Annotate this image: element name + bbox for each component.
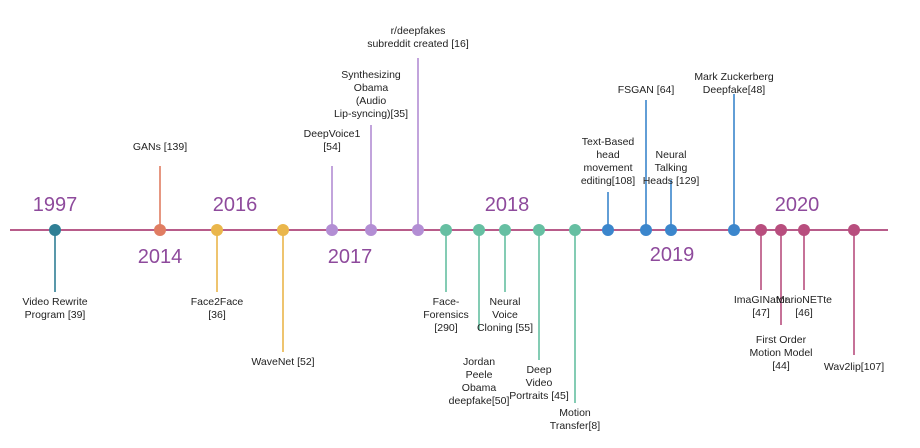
event-label-line: Forensics — [423, 309, 469, 321]
event-label: Face2Face[36] — [191, 296, 244, 321]
event-label: FSGAN [64] — [618, 84, 675, 96]
event-label-line: (Audio — [356, 95, 387, 107]
year-label: 2016 — [213, 194, 258, 216]
event-label-line: Motion — [559, 407, 591, 419]
event-marker — [154, 224, 166, 236]
event-label: Wav2lip[107] — [824, 361, 884, 373]
event-label-line: Neural — [656, 149, 687, 161]
event-label-line: Peele — [466, 369, 493, 381]
event-connectors — [54, 58, 855, 403]
event-label-line: Lip-syncing)[35] — [334, 108, 408, 120]
event-marker — [499, 224, 511, 236]
event-label-line: ImaGINator — [734, 294, 789, 306]
event-label-line: r/deepfakes — [391, 25, 446, 37]
event-label-line: Transfer[8] — [550, 420, 600, 432]
year-label: 2017 — [328, 246, 373, 268]
event-label-line: [290] — [434, 322, 457, 334]
event-label-line: Obama — [462, 382, 497, 394]
year-labels: 1997 2014 2016 2017 2018 2019 2020 — [33, 194, 820, 268]
event-marker — [728, 224, 740, 236]
event-label-line: Synthesizing — [341, 69, 401, 81]
event-label-line: subreddit created [16] — [367, 38, 469, 50]
event-label-line: Program [39] — [25, 309, 86, 321]
event-markers — [49, 224, 860, 236]
event-label-line: movement — [583, 162, 632, 174]
event-marker — [326, 224, 338, 236]
event-marker — [798, 224, 810, 236]
event-label-line: Wav2lip[107] — [824, 361, 884, 373]
event-label-line: deepfake[50] — [449, 395, 510, 407]
event-marker — [755, 224, 767, 236]
event-marker — [640, 224, 652, 236]
event-marker — [848, 224, 860, 236]
event-label-line: Portraits [45] — [509, 390, 569, 402]
event-label: Face-Forensics[290] — [423, 296, 469, 334]
event-label-line: Jordan — [463, 356, 495, 368]
year-label: 2018 — [485, 194, 530, 216]
event-label: DeepVoice1[54] — [304, 128, 361, 153]
event-label-line: FSGAN [64] — [618, 84, 675, 96]
event-label-line: GANs [139] — [133, 141, 187, 153]
year-label: 2020 — [775, 194, 820, 216]
event-label-line: Face- — [433, 296, 460, 308]
event-marker — [775, 224, 787, 236]
event-label-line: Face2Face — [191, 296, 244, 308]
event-label-line: Video — [526, 377, 553, 389]
event-label-line: Cloning [55] — [477, 322, 533, 334]
event-marker — [365, 224, 377, 236]
event-label-line: Obama — [354, 82, 389, 94]
event-label-line: Deep — [526, 364, 551, 376]
event-label-line: WaveNet [52] — [251, 356, 314, 368]
event-marker — [473, 224, 485, 236]
event-label-line: Text-Based — [582, 136, 635, 148]
event-label-line: Video Rewrite — [22, 296, 87, 308]
event-marker — [440, 224, 452, 236]
event-label-line: MarioNETte — [776, 294, 832, 306]
event-marker — [665, 224, 677, 236]
year-label: 2019 — [650, 244, 695, 266]
event-label-line: [36] — [208, 309, 226, 321]
event-marker — [277, 224, 289, 236]
event-marker — [49, 224, 61, 236]
event-label-line: [54] — [323, 141, 341, 153]
event-label-line: [46] — [795, 307, 813, 319]
event-label-line: [47] — [752, 307, 770, 319]
event-label: WaveNet [52] — [251, 356, 314, 368]
event-marker — [533, 224, 545, 236]
event-label-line: Heads [129] — [643, 175, 700, 187]
event-marker — [412, 224, 424, 236]
event-label-line: First Order — [756, 334, 807, 346]
event-label: GANs [139] — [133, 141, 187, 153]
event-label-line: Voice — [492, 309, 518, 321]
event-marker — [602, 224, 614, 236]
event-label-line: Talking — [655, 162, 688, 174]
event-label: ImaGINator[47] — [734, 294, 789, 319]
event-label: MarioNETte[46] — [776, 294, 832, 319]
event-label-line: editing[108] — [581, 175, 635, 187]
event-label-line: Deepfake[48] — [703, 84, 766, 96]
year-label: 1997 — [33, 194, 78, 216]
event-marker — [211, 224, 223, 236]
year-label: 2014 — [138, 246, 183, 268]
event-label-line: DeepVoice1 — [304, 128, 361, 140]
event-label-line: head — [596, 149, 620, 161]
event-label-line: [44] — [772, 360, 790, 372]
event-label-line: Mark Zuckerberg — [694, 71, 774, 83]
event-marker — [569, 224, 581, 236]
event-label-line: Motion Model — [749, 347, 812, 359]
event-label-line: Neural — [490, 296, 521, 308]
